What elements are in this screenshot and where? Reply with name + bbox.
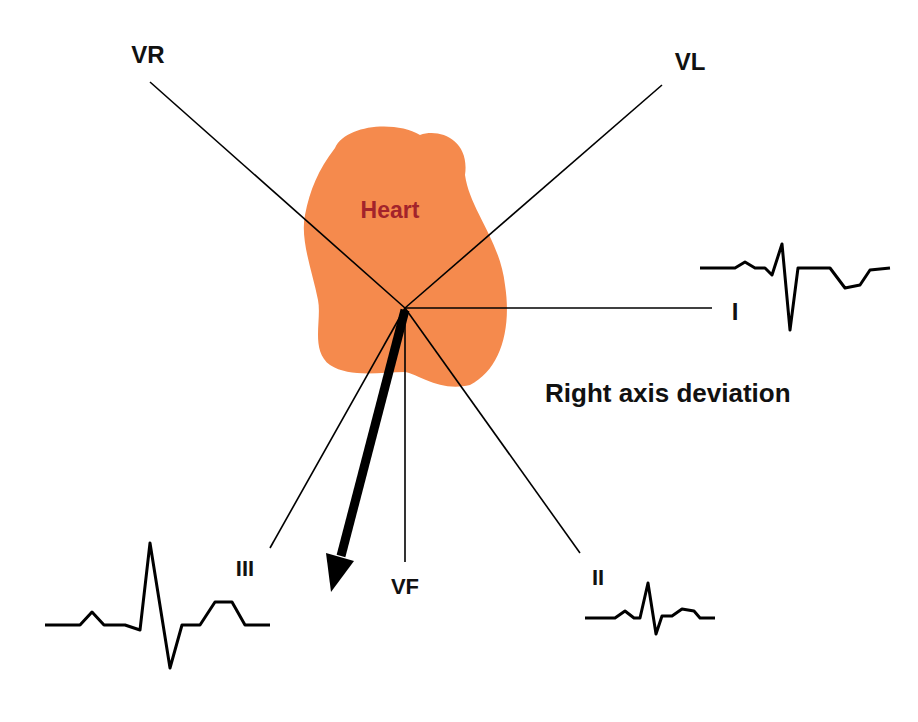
lead-line [405, 85, 662, 308]
lead-name: III [236, 556, 254, 582]
lead-name: I [732, 298, 739, 326]
lead-line [405, 307, 712, 309]
lead-name: VL [675, 48, 706, 76]
ecg-waveform [45, 543, 270, 668]
heart-shape: Heart [298, 118, 514, 393]
lead-line [405, 308, 580, 553]
ecg-waveform [700, 244, 890, 330]
axis-arrow-shaft [341, 310, 405, 556]
ecg-waveform [585, 583, 715, 634]
diagram-caption: Right axis deviation [545, 378, 791, 409]
lead-line [270, 308, 405, 548]
heart-outline [298, 118, 514, 393]
lead-line [150, 82, 405, 308]
axis-arrow-head [326, 553, 354, 592]
lead-name: VF [391, 574, 419, 600]
lead-name: II [592, 565, 604, 591]
organ-label: Heart [361, 197, 420, 224]
lead-line [404, 308, 406, 562]
lead-name: VR [131, 41, 164, 69]
